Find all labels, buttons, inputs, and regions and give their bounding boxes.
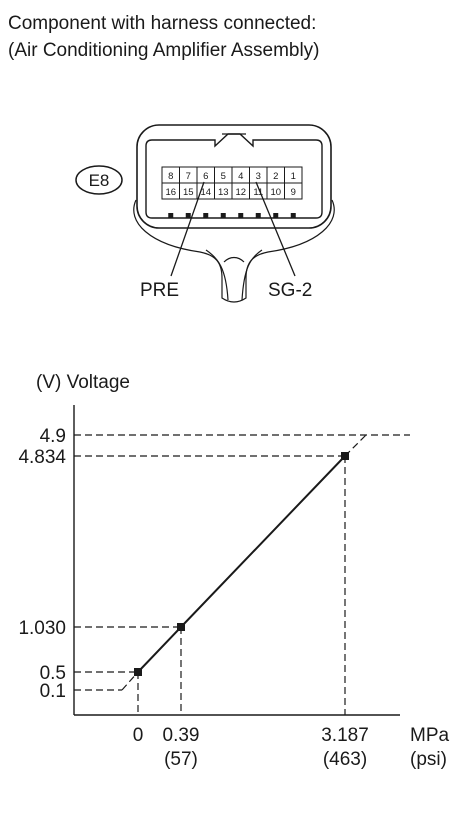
pin-label: 10 (270, 187, 281, 198)
x-tick-sub-label: (463) (323, 749, 367, 770)
header-line-1: Component with harness connected: (8, 13, 316, 34)
pin-label: 3 (256, 171, 261, 182)
y-tick-label: 0.5 (40, 663, 66, 684)
y-tick-label: 0.1 (40, 681, 66, 702)
header-line-2: (Air Conditioning Amplifier Assembly) (8, 40, 320, 61)
pin-label: 11 (253, 187, 263, 198)
pin-grid: 8 7 6 5 4 3 2 1 16 15 14 13 12 11 10 9 (161, 166, 303, 200)
pin-tick (238, 213, 244, 218)
chart-series (134, 452, 349, 676)
pin-tick (185, 213, 191, 218)
data-point (134, 668, 142, 676)
pin-label: 1 (291, 171, 296, 182)
pin-label: 15 (183, 187, 194, 198)
y-tick-label: 1.030 (18, 618, 66, 639)
pin-label: 9 (291, 187, 296, 198)
pin-label: 12 (235, 187, 246, 198)
y-tick-label: 4.834 (18, 447, 66, 468)
connector-id-ellipse (75, 165, 123, 195)
chart-y-axis-label: (V) Voltage (36, 372, 130, 393)
pin-tick (273, 213, 279, 218)
pin-label: 4 (238, 171, 243, 182)
data-point (177, 623, 185, 631)
harness-wire-mid-1 (205, 249, 229, 301)
leader-line-sg2 (255, 181, 296, 277)
extrapolation-lower (121, 671, 139, 691)
chart-guides (74, 434, 410, 715)
y-tick-label: 4.9 (40, 426, 66, 447)
pin-label: 8 (168, 171, 173, 182)
pin-label: 14 (200, 187, 211, 198)
chart-x-unit-label: MPa (410, 725, 450, 746)
harness-wire-right (245, 199, 335, 279)
x-tick-label: 0.39 (163, 725, 200, 746)
x-tick-label: 0 (133, 725, 144, 746)
pin-tick (255, 213, 261, 218)
pin-label: 16 (165, 187, 176, 198)
pin-label: 7 (186, 171, 191, 182)
chart-x-tick-labels: 0 0.39 (57) 3.187 (463) (133, 725, 369, 770)
connector-housing-inner (145, 133, 323, 219)
terminal-label-pre: PRE (140, 280, 179, 301)
connector-id-label: E8 (89, 171, 110, 190)
pin-tick (203, 213, 209, 218)
pin-tick (220, 213, 226, 218)
connector-diagram: 8 7 6 5 4 3 2 1 16 15 14 13 12 11 10 9 E8 PRE SG-2 (75, 124, 335, 303)
harness-bundle-top (223, 256, 245, 263)
series-line (137, 455, 346, 673)
terminal-label-sg2: SG-2 (268, 280, 312, 301)
leader-line-pre (170, 181, 205, 277)
harness-wire-mid-2 (241, 249, 263, 301)
pin-cell (284, 182, 303, 200)
pin-tick (168, 213, 174, 218)
harness-bundle (221, 278, 247, 303)
pin-label: 13 (218, 187, 229, 198)
x-tick-sub-label: (57) (164, 749, 198, 770)
chart-x-unit-alt-label: (psi) (410, 749, 447, 770)
pin-label: 5 (221, 171, 226, 182)
pin-tick (290, 213, 296, 218)
pin-label: 6 (203, 171, 208, 182)
harness-wire-left (133, 199, 223, 279)
data-point (341, 452, 349, 460)
pin-ticks (168, 213, 296, 218)
x-tick-label: 3.187 (321, 725, 369, 746)
connector-housing-outer (136, 124, 332, 229)
pin-label: 2 (273, 171, 278, 182)
